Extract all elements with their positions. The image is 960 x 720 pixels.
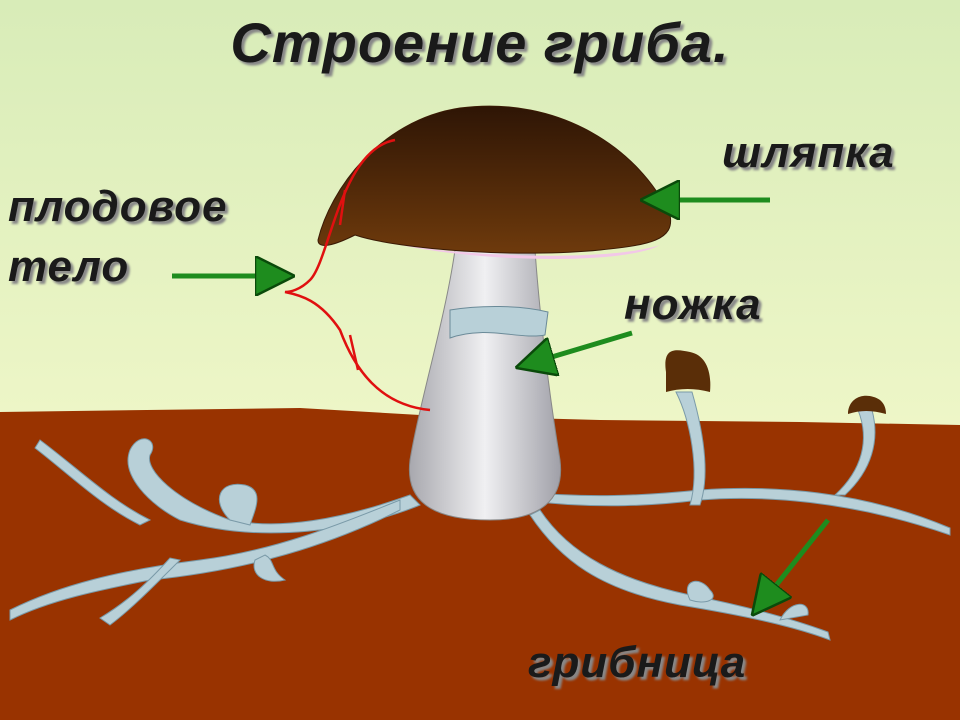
arrows <box>172 200 830 608</box>
label-cap: шляпка <box>722 128 895 177</box>
small-mushroom-cap-2 <box>848 395 886 414</box>
stem-ring <box>449 306 549 339</box>
small-mushroom-cap-1 <box>665 350 711 392</box>
cap-shape <box>317 105 672 254</box>
mycelium <box>9 391 951 641</box>
label-fruit-body-1: плодовое <box>8 182 228 231</box>
label-mycelium: грибница <box>528 638 747 687</box>
arrow-mycelium <box>758 518 830 608</box>
label-fruit-body-2: тело <box>8 242 130 291</box>
label-stem: ножка <box>624 280 762 329</box>
arrow-stem <box>525 330 633 365</box>
page-title: Строение гриба. <box>230 11 730 74</box>
